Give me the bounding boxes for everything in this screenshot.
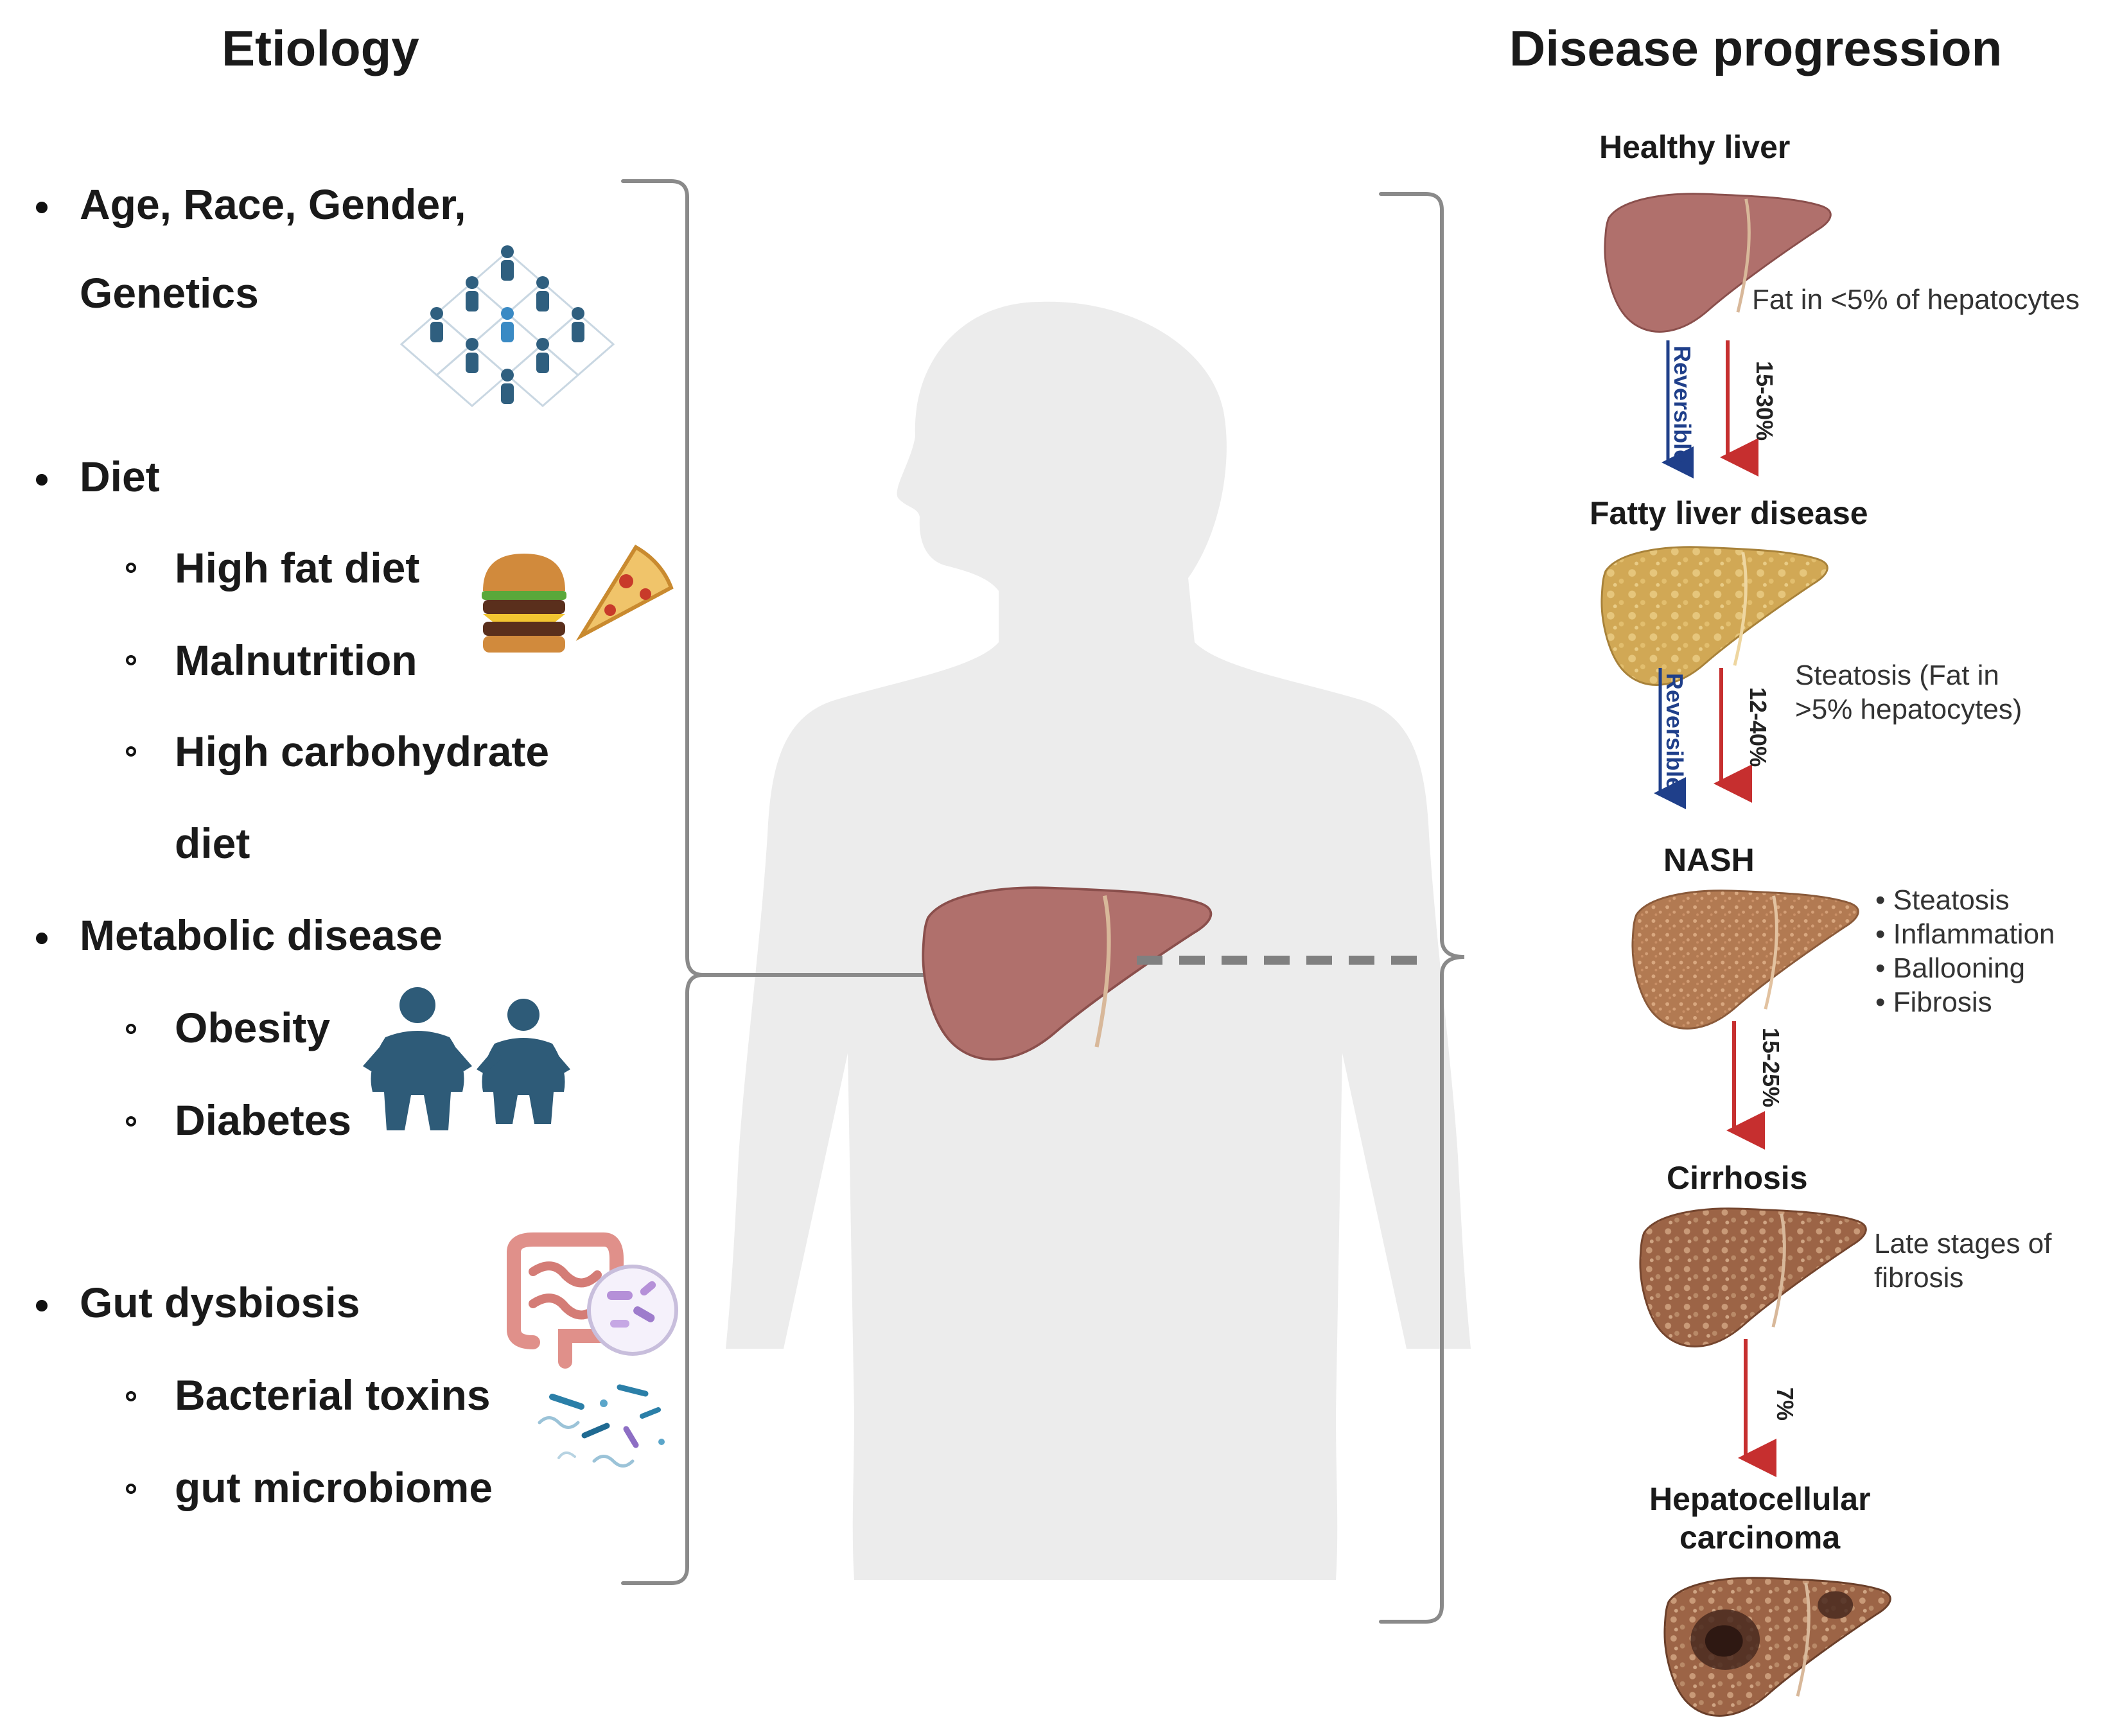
body-liver	[922, 886, 1213, 1061]
diet-label: Diet	[80, 453, 160, 500]
progression-arrows	[1714, 340, 1776, 1477]
obesity-people-icon	[363, 987, 570, 1130]
obesity-label: Obesity	[175, 1004, 331, 1051]
cirrhosis-title: Cirrhosis	[1667, 1160, 1808, 1196]
high-carbohydrate-label: High carbohydrate	[175, 728, 550, 775]
etiology-heading: Etiology	[222, 20, 419, 76]
reversible-arrows	[1654, 340, 1694, 809]
sub-bullet	[126, 563, 136, 573]
fatty-description-line1: Steatosis (Fat in	[1795, 660, 1999, 691]
rate-healthy-to-fatty: 15-30%	[1751, 361, 1778, 441]
pizza-icon	[575, 544, 674, 641]
person-figures	[430, 245, 584, 404]
nash-feature-ballooning: • Ballooning	[1875, 952, 2026, 984]
progression-heading: Disease progression	[1509, 20, 2003, 76]
burger-icon	[482, 554, 566, 653]
reversible-label-1: Reversible	[1669, 346, 1696, 463]
genetics-label: Genetics	[80, 269, 259, 317]
bullet	[36, 474, 48, 486]
age-race-gender-label: Age, Race, Gender,	[80, 180, 466, 228]
nash-feature-inflammation: • Inflammation	[1875, 918, 2055, 950]
bullet	[36, 1300, 48, 1311]
hcc-liver-image	[1663, 1577, 1891, 1717]
cirrhosis-liver-image	[1639, 1207, 1867, 1347]
rate-fatty-to-nash: 12-40%	[1745, 687, 1771, 767]
bullet	[36, 202, 48, 213]
cirrhosis-description-line1: Late stages of	[1874, 1228, 2052, 1259]
people-network-icon	[399, 245, 615, 407]
rate-cirrhosis-to-hcc: 7%	[1772, 1387, 1798, 1421]
sub-bullet	[126, 746, 136, 757]
healthy-liver-image	[1604, 193, 1832, 333]
nash-liver-image	[1631, 890, 1859, 1030]
metabolic-disease-label: Metabolic disease	[80, 911, 443, 959]
healthy-description: Fat in <5% of hepatocytes	[1752, 284, 2080, 315]
healthy-liver-title: Healthy liver	[1599, 129, 1791, 165]
sub-bullet	[126, 1024, 136, 1034]
nash-title: NASH	[1663, 842, 1755, 878]
gut-microbiome-label: gut microbiome	[175, 1464, 493, 1511]
sub-bullet	[126, 1391, 136, 1401]
microbes-icon	[538, 1384, 665, 1468]
nash-feature-fibrosis: • Fibrosis	[1875, 986, 1992, 1018]
fatty-liver-image	[1600, 546, 1828, 686]
bacterial-toxins-label: Bacterial toxins	[175, 1371, 491, 1419]
hcc-title-line1: Hepatocellular	[1649, 1481, 1871, 1517]
progression-bracket	[1379, 192, 1465, 1624]
malnutrition-label: Malnutrition	[175, 636, 417, 684]
reversible-label-2: Reversible	[1661, 673, 1688, 791]
diabetes-label: Diabetes	[175, 1096, 352, 1144]
bacteria-magnifier-icon	[587, 1265, 678, 1356]
nash-feature-steatosis: • Steatosis	[1875, 884, 2010, 916]
sub-bullet	[126, 1484, 136, 1494]
fatty-description-line2: >5% hepatocytes)	[1795, 694, 2022, 725]
fatty-liver-title: Fatty liver disease	[1590, 495, 1868, 531]
cirrhosis-description-line2: fibrosis	[1874, 1262, 1964, 1293]
gut-dysbiosis-label: Gut dysbiosis	[80, 1279, 360, 1326]
high-fat-diet-label: High fat diet	[175, 544, 420, 592]
sub-bullet	[126, 655, 136, 665]
etiology-bracket	[621, 179, 927, 1585]
rate-nash-to-cirrhosis: 15-25%	[1758, 1028, 1784, 1108]
bullet	[36, 933, 48, 944]
diet-continuation-label: diet	[175, 820, 250, 867]
hcc-title-line2: carcinoma	[1679, 1520, 1841, 1556]
sub-bullet	[126, 1116, 136, 1127]
